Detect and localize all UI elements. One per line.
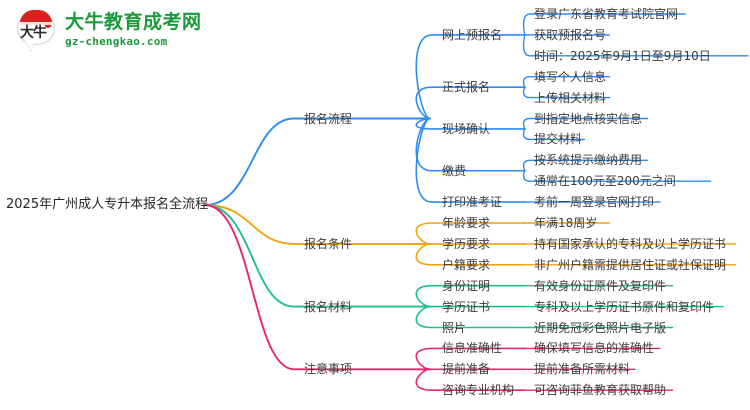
mindmap-leaf-3-3-1[interactable]: 近期免冠彩色照片电子版 (534, 320, 667, 335)
mindmap-sub-1-4-label[interactable]: 缴费 (442, 163, 467, 178)
cap-band-shape (20, 22, 52, 25)
mindmap-leaf-4-3-1[interactable]: 可咨询菲鱼教育获取帮助 (534, 383, 667, 398)
speech-bubble-tail (25, 42, 34, 51)
mindmap-sub-2-1-label[interactable]: 年龄要求 (442, 216, 491, 230)
mindmap-branch-4-label[interactable]: 注意事项 (304, 362, 353, 377)
mindmap-leaf-1-1-2[interactable]: 获取预报名号 (534, 27, 607, 42)
mindmap-leaf-3-1-1[interactable]: 有效身份证原件及复印件 (534, 278, 667, 293)
mindmap-leaf-1-4-1[interactable]: 按系统提示缴纳费用 (534, 153, 643, 168)
mindmap-branch-1-label[interactable]: 报名流程 (304, 111, 353, 126)
mindmap-root-node[interactable]: 2025年广州成人专升本报名全流程 (6, 197, 209, 212)
logo-title: 大牛教育成考网 (65, 11, 202, 33)
mindmap-sub-1-1-label[interactable]: 网上预报名 (442, 27, 503, 42)
mindmap-leaf-1-1-1[interactable]: 登录广东省教育考试院官网 (534, 7, 679, 21)
mindmap-leaf-1-2-2[interactable]: 上传相关材料 (534, 90, 607, 105)
mindmap-sub-2-2-label[interactable]: 学历要求 (442, 236, 491, 251)
mindmap-sub-2-3-label[interactable]: 户籍要求 (442, 257, 491, 272)
mindmap-sub-3-2-label[interactable]: 学历证书 (442, 299, 491, 314)
mindmap-sub-1-2-label[interactable]: 正式报名 (442, 80, 491, 95)
mindmap-sub-1-5-label[interactable]: 打印准考证 (442, 195, 503, 210)
mindmap-sub-3-1-label[interactable]: 身份证明 (442, 278, 491, 293)
logo-text-block: 大牛教育成考网 gz-chengkao.com (65, 11, 202, 48)
mindmap-leaf-1-5-1[interactable]: 考前一周登录官网打印 (534, 195, 655, 210)
mindmap-leaf-1-4-2[interactable]: 通常在100元至200元之间 (534, 174, 676, 189)
mindmap-leaf-3-2-1[interactable]: 专科及以上学历证书原件和复印件 (534, 299, 715, 314)
mindmap-branch-3-label[interactable]: 报名材料 (304, 299, 353, 314)
logo-url: gz-chengkao.com (65, 35, 168, 48)
logo-mark-icon: 大牛 (16, 9, 58, 51)
mindmap-sub-4-1-label[interactable]: 信息准确性 (442, 341, 503, 356)
mindmap-sub-3-3-label[interactable]: 照片 (442, 320, 467, 335)
mindmap-leaf-2-1-1[interactable]: 年满18周岁 (534, 216, 598, 230)
mindmap-leaf-1-3-1[interactable]: 到指定地点核实信息 (534, 111, 643, 126)
mindmap-leaf-1-3-2[interactable]: 提交材料 (534, 132, 583, 147)
mindmap-leaf-1-1-3[interactable]: 时间：2025年9月1日至9月10日 (534, 48, 711, 63)
mindmap-leaf-4-2-1[interactable]: 提前准备所需材料 (534, 362, 631, 377)
mindmap-sub-4-3-label[interactable]: 咨询专业机构 (442, 383, 515, 398)
mindmap-branch-2-label[interactable]: 报名条件 (304, 236, 353, 251)
logo-mark-label: 大牛 (20, 25, 47, 41)
mindmap-leaf-2-2-1[interactable]: 持有国家承认的专科及以上学历证书 (534, 236, 727, 251)
mindmap-sub-1-3-label[interactable]: 现场确认 (442, 121, 491, 136)
mindmap-leaf-4-1-1[interactable]: 确保填写信息的准确性 (534, 341, 655, 356)
mindmap-leaf-2-3-1[interactable]: 非广州户籍需提供居住证或社保证明 (534, 257, 727, 272)
mindmap-leaf-1-2-1[interactable]: 填写个人信息 (534, 69, 607, 84)
mindmap-sub-4-2-label[interactable]: 提前准备 (442, 362, 491, 377)
site-logo: 大牛 大牛教育成考网 gz-chengkao.com (16, 6, 206, 54)
